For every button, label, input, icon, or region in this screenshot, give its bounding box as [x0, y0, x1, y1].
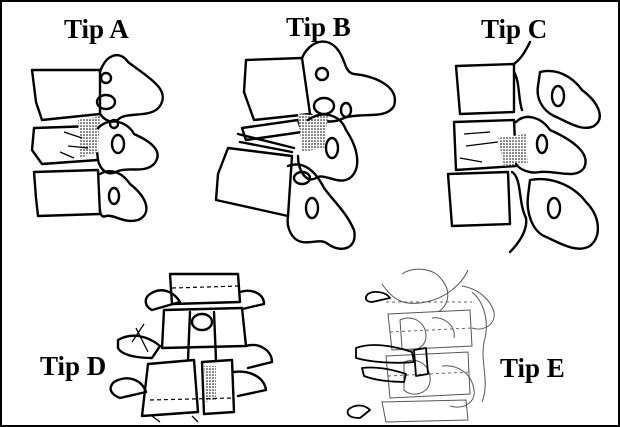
tip-c-vertebrae-drawing: [448, 42, 600, 252]
tip-b-vertebrae-drawing: [216, 42, 395, 249]
tip-e-vertebrae-drawing: [348, 269, 495, 422]
tip-a-vertebrae-drawing: [32, 55, 163, 221]
tip-d-vertebrae-drawing: [111, 274, 272, 422]
